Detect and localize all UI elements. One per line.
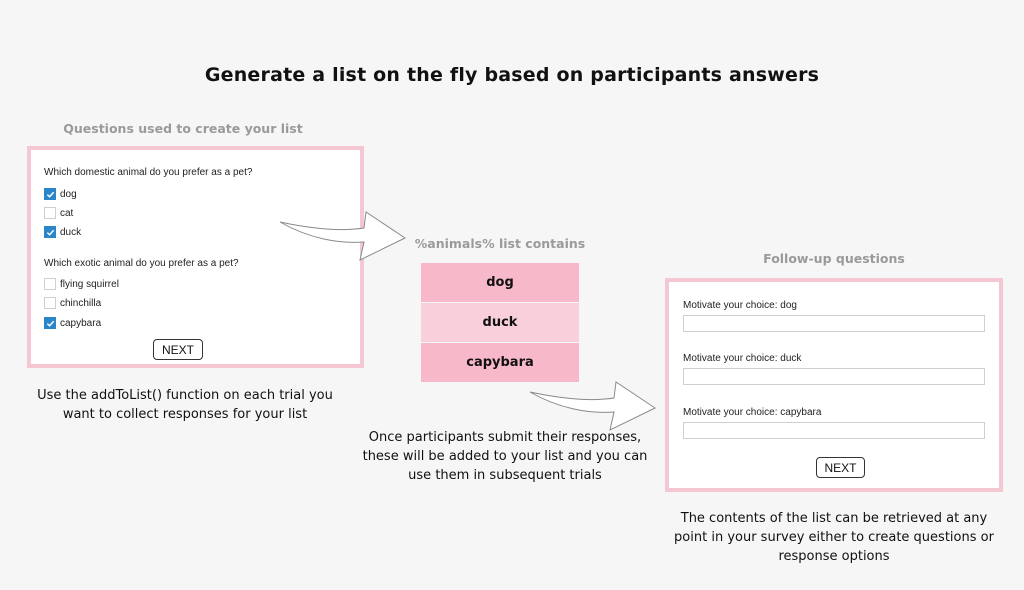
middle-caption-line-3: use them in subsequent trials (408, 468, 602, 483)
check-icon (46, 320, 54, 327)
checkbox-chinchilla[interactable] (44, 297, 56, 309)
checkbox-cat[interactable] (44, 207, 56, 219)
followup-question-duck-label: Motivate your choice: duck (683, 353, 802, 364)
right-caption-line-1: The contents of the list can be retrieve… (680, 511, 988, 526)
check-icon (46, 191, 54, 198)
followup-input-duck[interactable] (683, 368, 985, 385)
checkbox-capybara[interactable] (44, 317, 56, 329)
checkbox-duck[interactable] (44, 226, 56, 238)
arrow-right-icon (528, 378, 658, 438)
page-title: Generate a list on the fly based on part… (204, 64, 820, 86)
questions-panel: Which domestic animal do you prefer as a… (27, 146, 364, 368)
right-caption-line-3: response options (778, 549, 890, 564)
option-label: cat (60, 207, 74, 219)
option-label: dog (60, 188, 77, 200)
option-capybara[interactable]: capybara (44, 317, 101, 329)
followup-section-title: Follow-up questions (763, 251, 905, 266)
list-item-capybara: capybara (421, 343, 579, 382)
questions-section-title: Questions used to create your list (63, 121, 303, 136)
followup-input-dog[interactable] (683, 315, 985, 332)
left-caption-line-1: Use the addToList() function on each tri… (37, 388, 333, 403)
option-label: capybara (60, 317, 102, 329)
question-domestic-label: Which domestic animal do you prefer as a… (44, 167, 253, 178)
option-label: chinchilla (60, 297, 102, 309)
next-button[interactable]: NEXT (153, 339, 203, 360)
option-label: flying squirrel (60, 278, 119, 290)
list-section-title: %animals% list contains (414, 236, 586, 251)
left-caption-line-2: want to collect responses for your list (62, 407, 308, 422)
option-dog[interactable]: dog (44, 188, 77, 200)
followup-question-capybara-label: Motivate your choice: capybara (683, 407, 822, 418)
right-caption-line-2: point in your survey either to create qu… (674, 530, 994, 545)
list-item-duck: duck (421, 303, 579, 342)
middle-caption-line-2: these will be added to your list and you… (362, 449, 648, 464)
question-exotic-label: Which exotic animal do you prefer as a p… (44, 258, 239, 269)
left-caption: Use the addToList() function on each tri… (20, 386, 350, 424)
check-icon (46, 229, 54, 236)
option-duck[interactable]: duck (44, 226, 81, 238)
option-cat[interactable]: cat (44, 207, 73, 219)
followup-question-dog-label: Motivate your choice: dog (683, 300, 797, 311)
middle-caption: Once participants submit their responses… (345, 428, 665, 485)
followup-panel: Motivate your choice: dog Motivate your … (665, 278, 1003, 492)
checkbox-flying-squirrel[interactable] (44, 278, 56, 290)
option-flying-squirrel[interactable]: flying squirrel (44, 278, 119, 290)
list-item-dog: dog (421, 263, 579, 302)
arrow-right-icon (278, 208, 408, 268)
right-caption: The contents of the list can be retrieve… (664, 509, 1004, 566)
followup-input-capybara[interactable] (683, 422, 985, 439)
option-label: duck (60, 226, 82, 238)
middle-caption-line-1: Once participants submit their responses… (368, 430, 642, 445)
option-chinchilla[interactable]: chinchilla (44, 297, 101, 309)
checkbox-dog[interactable] (44, 188, 56, 200)
followup-next-button[interactable]: NEXT (816, 457, 865, 478)
